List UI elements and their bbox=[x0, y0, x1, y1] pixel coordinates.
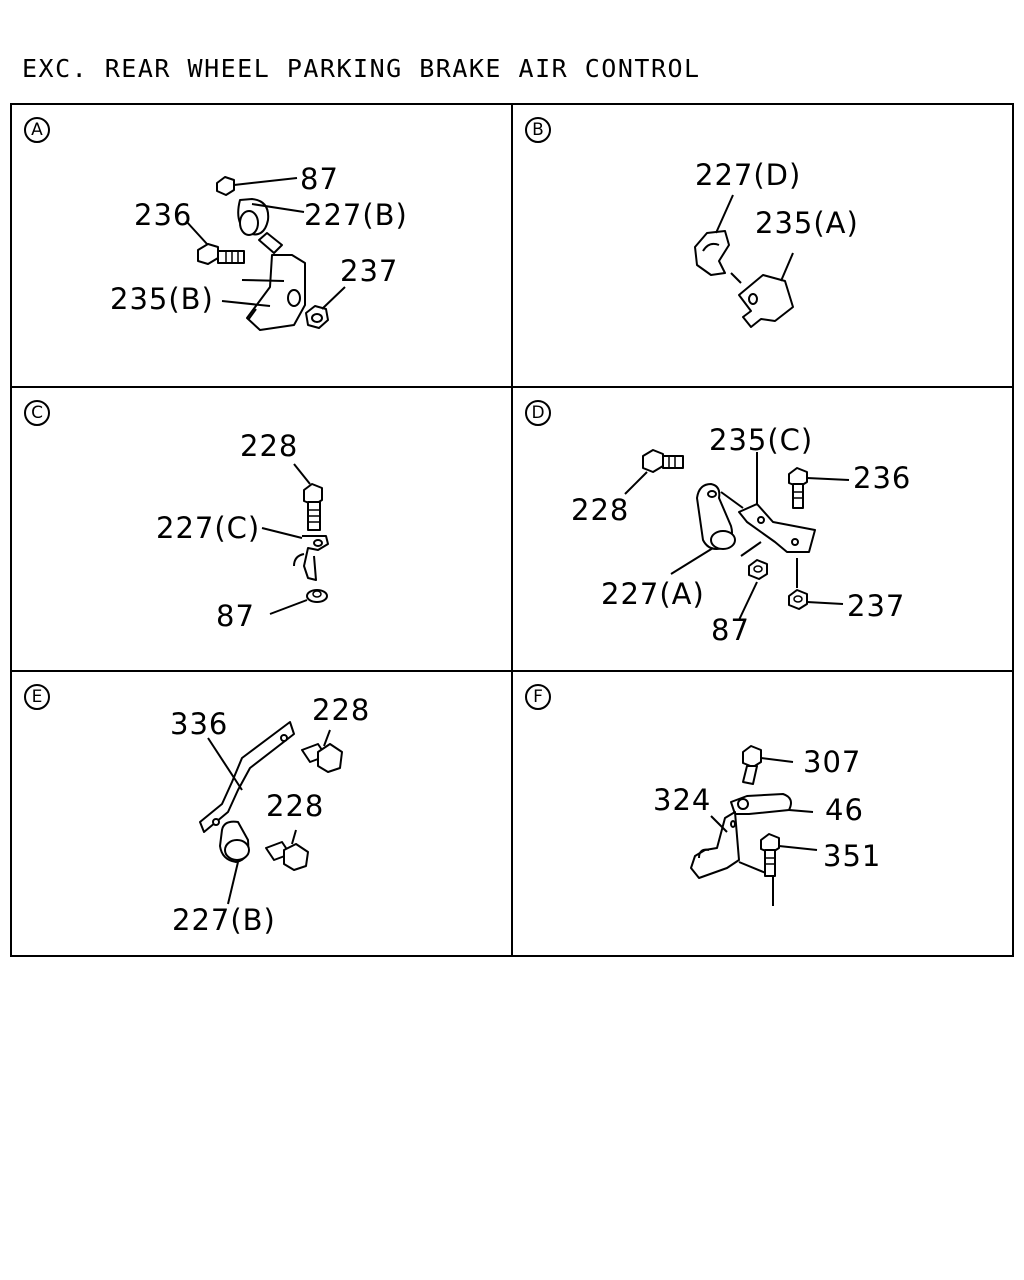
callout-227-b: 227(B) bbox=[172, 903, 276, 937]
grid-divider-vertical bbox=[511, 103, 513, 957]
panel-c-badge: C bbox=[24, 400, 50, 426]
panel-c: C 228 227(C) 87 bbox=[12, 388, 511, 670]
callout-228: 228 bbox=[240, 429, 299, 463]
panel-b: B 227(D) 235(A) bbox=[513, 105, 1012, 386]
panel-b-badge: B bbox=[525, 117, 551, 143]
grid-divider-row-1 bbox=[10, 386, 1014, 388]
panel-a-badge: A bbox=[24, 117, 50, 143]
callout-228: 228 bbox=[571, 493, 630, 527]
callout-237: 237 bbox=[847, 589, 906, 623]
diagram-title: EXC. REAR WHEEL PARKING BRAKE AIR CONTRO… bbox=[22, 54, 701, 83]
callout-307: 307 bbox=[803, 745, 862, 779]
panel-f-badge: F bbox=[525, 684, 551, 710]
callout-87: 87 bbox=[300, 162, 339, 196]
callout-46: 46 bbox=[825, 793, 864, 827]
panel-a: A 87 236 227(B) 237 235(B) bbox=[12, 105, 511, 386]
panel-e-drawing bbox=[199, 721, 343, 905]
callout-324: 324 bbox=[653, 783, 712, 817]
callout-227-c: 227(C) bbox=[156, 511, 261, 545]
callout-227-b: 227(B) bbox=[304, 198, 408, 232]
panel-f-drawing bbox=[690, 745, 818, 906]
callout-236: 236 bbox=[853, 461, 912, 495]
callout-228-lower: 228 bbox=[266, 789, 325, 823]
callout-351: 351 bbox=[823, 839, 882, 873]
callout-87: 87 bbox=[216, 599, 255, 633]
panel-d-drawing bbox=[624, 449, 850, 621]
panel-e: E 336 228 228 227(B) bbox=[12, 672, 511, 955]
grid-divider-row-2 bbox=[10, 670, 1014, 672]
panel-a-drawing bbox=[185, 176, 346, 331]
panel-e-badge: E bbox=[24, 684, 50, 710]
callout-235-a: 235(A) bbox=[755, 206, 859, 240]
callout-227-a: 227(A) bbox=[601, 577, 705, 611]
callout-87: 87 bbox=[711, 613, 750, 647]
callout-336: 336 bbox=[170, 707, 229, 741]
panel-d: D 235(C) 236 228 227(A) 237 87 bbox=[513, 388, 1012, 670]
panel-c-drawing bbox=[261, 463, 329, 615]
callout-236: 236 bbox=[134, 198, 193, 232]
panel-f: F 307 324 46 351 bbox=[513, 672, 1012, 955]
callout-227-d: 227(D) bbox=[695, 158, 802, 192]
callout-235-b: 235(B) bbox=[110, 282, 214, 316]
panel-b-drawing bbox=[694, 194, 794, 328]
panel-d-badge: D bbox=[525, 400, 551, 426]
callout-228-upper: 228 bbox=[312, 693, 371, 727]
callout-237: 237 bbox=[340, 254, 399, 288]
callout-235-c: 235(C) bbox=[709, 423, 814, 457]
